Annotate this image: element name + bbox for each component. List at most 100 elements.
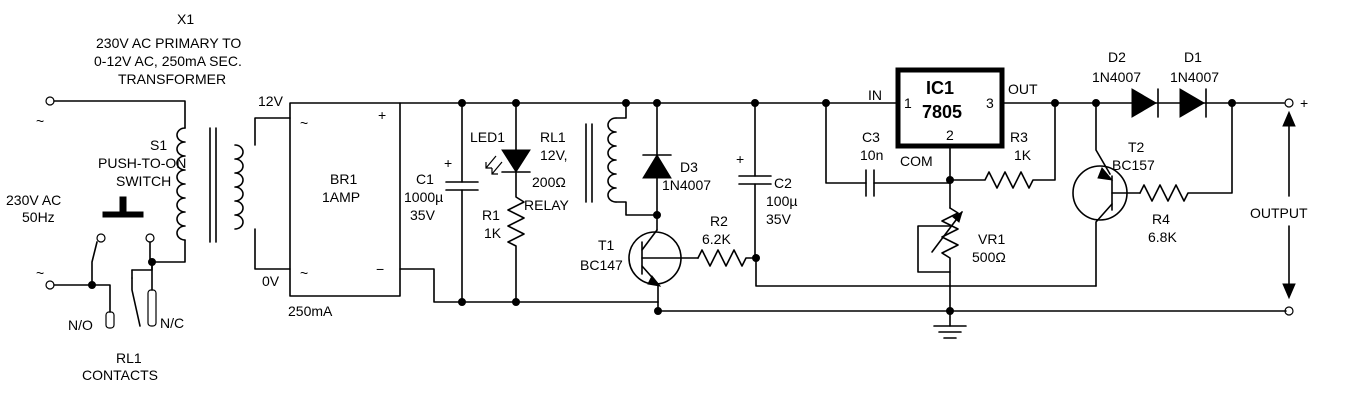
r3-body bbox=[949, 102, 1056, 189]
s1-ref: S1 bbox=[150, 137, 167, 153]
c3-value: 10n bbox=[860, 147, 883, 163]
br1-minus: − bbox=[376, 261, 384, 277]
mains-input: ~ ~ 230V AC 50Hz bbox=[6, 96, 186, 290]
negative-rail-bridge bbox=[399, 268, 659, 303]
c3-lead-left bbox=[825, 102, 867, 184]
r4-ref: R4 bbox=[1152, 211, 1170, 227]
br1-box bbox=[289, 102, 401, 297]
relay-contact-arm bbox=[131, 277, 141, 327]
wire-s1-left bbox=[91, 241, 98, 286]
led-triangle bbox=[501, 149, 531, 173]
primary-winding bbox=[176, 127, 186, 241]
x1-desc-line1: 230V AC PRIMARY TO bbox=[96, 35, 241, 51]
relay-lead-bottom bbox=[615, 201, 658, 216]
d1-triangle bbox=[1179, 88, 1205, 118]
regulator-ic1: IC1 7805 1 3 2 IN OUT COM bbox=[868, 67, 1285, 209]
c1-voltage: 35V bbox=[410, 207, 436, 223]
c1-polarity: + bbox=[444, 155, 452, 171]
x1-desc-line3: TRANSFORMER bbox=[118, 71, 226, 87]
bridge-rectifier-br1: ~ ~ + − BR1 1AMP bbox=[289, 102, 401, 297]
diode-d3: D3 1N4007 bbox=[642, 102, 711, 231]
br1-plus: + bbox=[378, 107, 386, 123]
output-terminals: + OUTPUT bbox=[1250, 95, 1308, 316]
vr1-ref: VR1 bbox=[978, 231, 1005, 247]
vr1-body bbox=[941, 207, 959, 312]
t1-ref: T1 bbox=[598, 237, 615, 253]
d3-ref: D3 bbox=[680, 159, 698, 175]
relay-lead-top bbox=[615, 102, 627, 119]
resistor-r3: R3 1K bbox=[949, 99, 1059, 189]
relay-contacts-rl1: N/O N/C RL1 CONTACTS bbox=[68, 261, 184, 383]
ic1-pin1: 1 bbox=[904, 95, 912, 111]
br1-ac-top: ~ bbox=[300, 115, 308, 131]
d1-part: 1N4007 bbox=[1170, 69, 1219, 85]
relay-contacts-line2: CONTACTS bbox=[82, 367, 158, 383]
ic1-out-label: OUT bbox=[1008, 81, 1038, 97]
d3-part: 1N4007 bbox=[662, 177, 711, 193]
wire-secondary-bottom bbox=[254, 228, 291, 270]
t2-emitter-arrow bbox=[1097, 167, 1114, 181]
ic1-box bbox=[895, 67, 1005, 149]
r2-ref: R2 bbox=[710, 213, 728, 229]
junction-d3-collector bbox=[653, 211, 661, 219]
output-terminal-negative bbox=[1284, 306, 1294, 316]
resistor-r4: R4 6.8K bbox=[1139, 102, 1233, 245]
vr1-arrow bbox=[952, 210, 963, 223]
t1-collector bbox=[641, 229, 658, 251]
s1-line1: PUSH-TO-ON bbox=[98, 155, 186, 171]
push-switch-s1: S1 PUSH-TO-ON SWITCH bbox=[88, 137, 186, 289]
output-arrow-down-head bbox=[1282, 283, 1296, 300]
junction-r3-out bbox=[1051, 99, 1059, 107]
vr1-wiper-loop bbox=[917, 225, 951, 273]
ic1-ref: IC1 bbox=[926, 78, 954, 98]
x1-tap-12v: 12V bbox=[258, 93, 284, 109]
c2-voltage: 35V bbox=[766, 211, 792, 227]
br1-rating: 1AMP bbox=[322, 189, 360, 205]
c2-ref: C2 bbox=[774, 175, 792, 191]
nc-contact bbox=[147, 289, 157, 327]
r4-value: 6.8K bbox=[1148, 229, 1177, 245]
x1-ref: X1 bbox=[177, 11, 194, 27]
diode-d1: D1 1N4007 bbox=[1170, 49, 1236, 118]
d2-triangle bbox=[1131, 88, 1157, 118]
ac-symbol-top: ~ bbox=[36, 113, 44, 129]
r1-body bbox=[507, 171, 525, 303]
nc-label: N/C bbox=[160, 315, 184, 331]
no-contact bbox=[105, 311, 115, 329]
relay-line1: 12V, bbox=[540, 147, 568, 163]
t2-part: BC157 bbox=[1112, 157, 1155, 173]
x1-tap-0v: 0V bbox=[262, 273, 280, 289]
ic1-pin3: 3 bbox=[986, 95, 994, 111]
vr1-value: 500Ω bbox=[972, 249, 1006, 265]
led1: LED1 bbox=[470, 102, 531, 175]
ic1-part: 7805 bbox=[922, 102, 962, 122]
d2-part: 1N4007 bbox=[1092, 69, 1141, 85]
t2-emitter-lead bbox=[1095, 102, 1111, 175]
t1-emitter-arrow bbox=[647, 275, 662, 287]
br1-ac-bottom: ~ bbox=[300, 265, 308, 281]
c1-value: 1000µ bbox=[404, 189, 443, 205]
resistor-r2: R2 6.2K bbox=[697, 213, 1097, 287]
d2-ref: D2 bbox=[1108, 49, 1126, 65]
r3-value: 1K bbox=[1014, 147, 1032, 163]
diode-d2: D2 1N4007 bbox=[1092, 49, 1159, 118]
r3-ref: R3 bbox=[1010, 129, 1028, 145]
t2-ref: T2 bbox=[1128, 139, 1145, 155]
br1-ref: BR1 bbox=[330, 171, 357, 187]
transformer-x1: X1 230V AC PRIMARY TO 0-12V AC, 250mA SE… bbox=[94, 11, 333, 319]
wire-mains-top bbox=[53, 100, 186, 129]
relay-contacts-line1: RL1 bbox=[116, 350, 142, 366]
r2-value: 6.2K bbox=[702, 231, 731, 247]
wire-t2-collector-return bbox=[755, 257, 1097, 287]
c2-polarity: + bbox=[736, 151, 744, 167]
s1-plunger bbox=[119, 196, 127, 215]
led-ray-1 bbox=[485, 155, 497, 169]
ic1-com-label: COM bbox=[900, 153, 933, 169]
capacitor-c1: + C1 1000µ 35V bbox=[404, 102, 479, 303]
wire-secondary-top bbox=[254, 117, 291, 146]
transistor-t2: T2 BC157 bbox=[1072, 99, 1155, 287]
r4-body bbox=[1139, 102, 1233, 202]
capacitor-c3: C3 10n bbox=[825, 102, 951, 197]
r1-value: 1K bbox=[484, 225, 502, 241]
relay-line2: 200Ω bbox=[532, 174, 566, 190]
